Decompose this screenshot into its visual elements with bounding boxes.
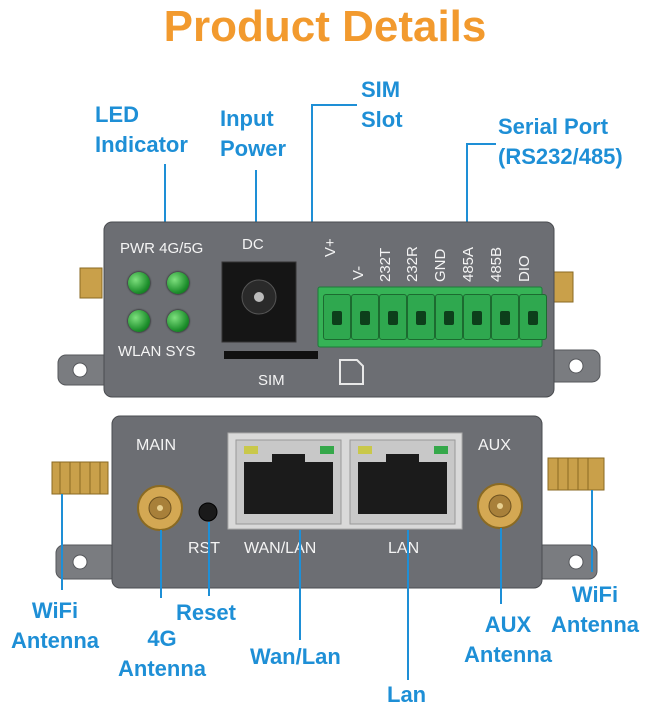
rst-label: RST — [188, 540, 220, 557]
led-bottom-labels: WLAN SYS — [118, 343, 196, 360]
led-top-labels: PWR 4G/5G — [120, 240, 204, 257]
led-sys — [167, 310, 189, 332]
wifi-antenna-left-callout: WiFi Antenna — [11, 598, 99, 653]
terminal-5 — [435, 294, 463, 340]
wan-lan-callout: Wan/Lan — [250, 644, 341, 669]
page-title: Product Details — [163, 2, 487, 51]
lan-line — [407, 530, 409, 680]
input-power-callout: Input Power — [220, 106, 287, 161]
terminal-2 — [351, 294, 379, 340]
led-pwr — [128, 272, 150, 294]
wifi-right-line — [591, 490, 593, 572]
lan-label: LAN — [388, 540, 420, 557]
terminal-7 — [491, 294, 519, 340]
terminal-3 — [379, 294, 407, 340]
reset-callout: Reset — [176, 600, 236, 625]
main-label: MAIN — [136, 437, 176, 454]
sim-slot-callout: SIM Slot — [361, 77, 403, 132]
serial-callout-line-h — [466, 143, 496, 145]
serial-port-callout: Serial Port (RS232/485) — [498, 114, 623, 169]
aux-label: AUX — [478, 437, 511, 454]
wan-lan-line — [299, 530, 301, 640]
wan-lan-label: WAN/LAN — [244, 540, 317, 557]
terminal-1 — [323, 294, 351, 340]
serial-callout-line-v — [466, 143, 468, 223]
led-4g5g — [167, 272, 189, 294]
led-wlan — [128, 310, 150, 332]
aux-antenna-line — [500, 528, 502, 604]
led-callout-line — [164, 164, 166, 224]
reset-line — [208, 522, 210, 596]
led-indicator-callout: LED Indicator — [95, 102, 188, 157]
terminal-8 — [519, 294, 547, 340]
aux-antenna-callout: AUX Antenna — [464, 612, 552, 667]
dc-label: DC — [242, 236, 264, 253]
wifi-left-line — [61, 494, 63, 590]
terminal-6 — [463, 294, 491, 340]
power-callout-line — [255, 170, 257, 224]
sim-callout-line-h — [311, 104, 357, 106]
4g-antenna-callout: 4G Antenna — [118, 626, 206, 681]
terminal-4 — [407, 294, 435, 340]
lan-callout: Lan — [387, 682, 427, 707]
wifi-antenna-right-callout: WiFi Antenna — [551, 582, 639, 637]
sim-label: SIM — [258, 372, 285, 389]
4g-antenna-line — [160, 530, 162, 598]
